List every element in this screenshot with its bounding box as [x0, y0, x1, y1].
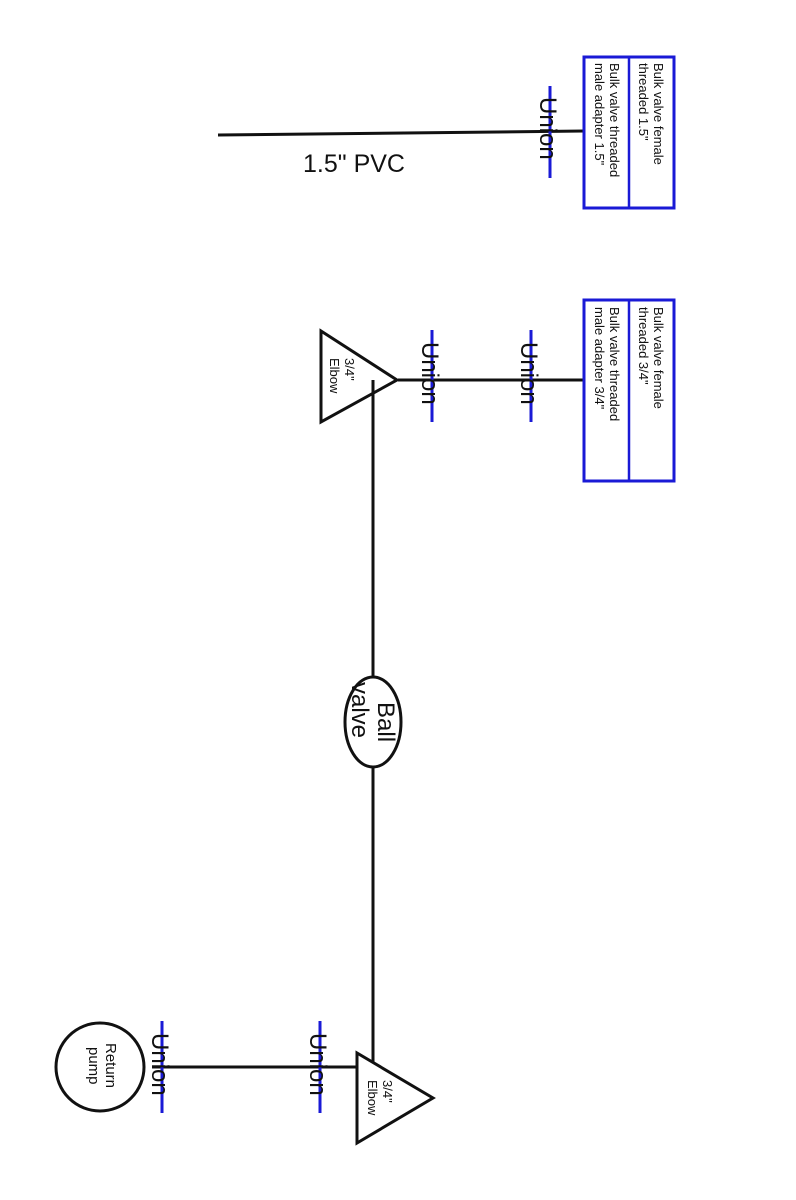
pvc-pipe-label: 1.5" PVC	[303, 150, 405, 178]
union-fitting-lower-left: Union	[146, 1021, 173, 1113]
elbow-label: 3/4" Elbow	[327, 358, 357, 394]
return-pump: Return pump	[54, 1021, 146, 1113]
elbow-lower: 3/4" Elbow	[355, 1050, 436, 1146]
bulkhead-male-label: Bulk valve threaded male adapter 1.5"	[592, 63, 622, 181]
bulkhead-female-label: Bulk valve female threaded 3/4"	[636, 307, 666, 413]
elbow-triangle	[319, 328, 400, 425]
union-fitting-top: Union	[534, 86, 561, 178]
ball-valve: Ball valve	[343, 675, 403, 769]
elbow-triangle	[355, 1050, 436, 1146]
return-pump-label: Return pump	[85, 1043, 119, 1092]
union-fitting-lower-right: Union	[304, 1021, 331, 1113]
union-label: Union	[304, 1033, 331, 1096]
ball-valve-label: Ball valve	[346, 682, 399, 749]
bulkhead-box-small: Bulk valve female threaded 3/4" Bulk val…	[582, 298, 676, 483]
elbow-upper: 3/4" Elbow	[319, 328, 400, 425]
union-label: Union	[515, 342, 542, 405]
pvc-pipe-line	[217, 129, 585, 137]
ball-valve-body	[343, 675, 403, 769]
bulkhead-male-label: Bulk valve threaded male adapter 3/4"	[592, 307, 622, 425]
union-label: Union	[146, 1033, 173, 1096]
union-label: Union	[416, 342, 443, 405]
bulkhead-box-large: Bulk valve female threaded 1.5" Bulk val…	[582, 55, 676, 210]
union-label: Union	[534, 97, 561, 160]
union-fitting-upper-left: Union	[416, 330, 443, 422]
return-pump-body	[54, 1021, 146, 1113]
union-fitting-upper-right: Union	[515, 330, 542, 422]
bulkhead-female-label: Bulk valve female threaded 1.5"	[636, 63, 666, 169]
elbow-label: 3/4" Elbow	[365, 1080, 395, 1116]
